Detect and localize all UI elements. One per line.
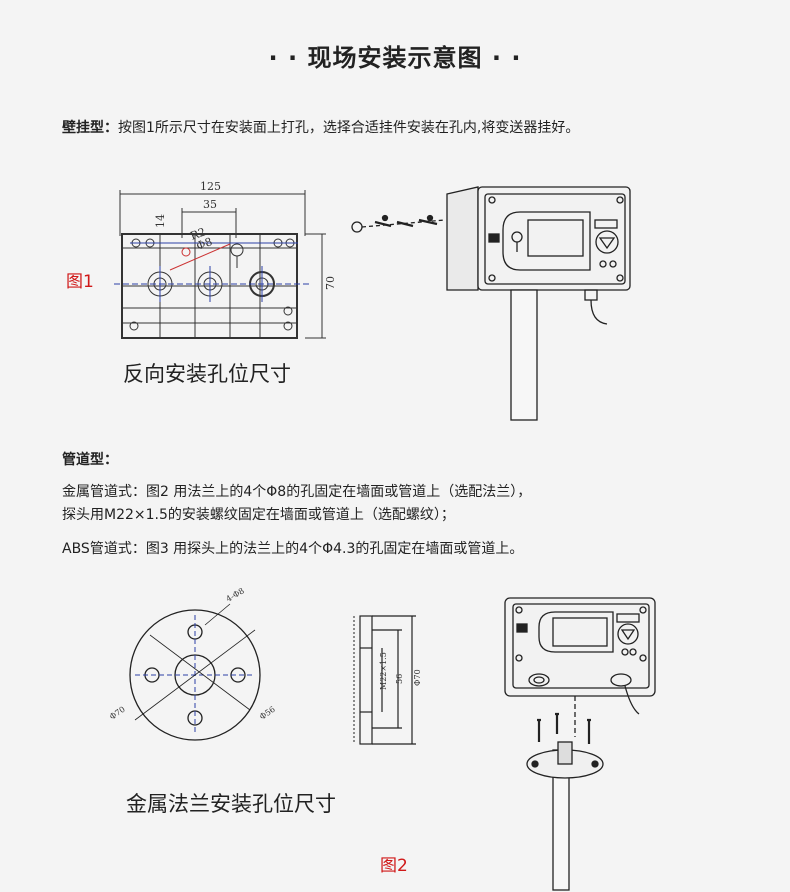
- dim-125: 125: [200, 180, 221, 193]
- abs-duct-line: ABS管道式：图3 用探头上的法兰上的4个Φ4.3的孔固定在墙面或管道上。: [62, 541, 524, 557]
- dim-70-side: Φ70: [413, 669, 422, 686]
- dim-35: 35: [203, 198, 217, 211]
- wall-mount-paragraph: 壁挂型：按图1所示尺寸在安装面上打孔，选择合适挂件安装在孔内,将变送器挂好。: [62, 117, 579, 139]
- metal-duct-line2: 探头用M22×1.5的安装螺纹固定在墙面或管道上（选配螺纹）；: [62, 507, 455, 523]
- fig2-caption: 金属法兰安装孔位尺寸: [126, 792, 336, 816]
- dim-holes: 4-Φ8: [225, 586, 246, 604]
- flange-side-view: M22×1.5 56 Φ70: [353, 615, 422, 745]
- duct-transmitter-drawing: [504, 597, 656, 891]
- duct-label: 管道型：: [62, 452, 118, 468]
- dim-56: 56: [395, 674, 404, 684]
- wall-mount-label: 壁挂型：: [62, 120, 118, 136]
- page-title: · · 现场安装示意图 · ·: [268, 44, 522, 72]
- flange-top-view: 4-Φ8 Φ70 Φ56: [108, 586, 277, 741]
- fig1-plate-drawing: 125 35 14 R2 Φ8 70: [114, 180, 337, 339]
- dim-r2: R2: [189, 225, 208, 242]
- fig1-caption: 反向安装孔位尺寸: [123, 362, 291, 386]
- dim-phi56: Φ56: [258, 705, 277, 722]
- dim-70: 70: [324, 276, 337, 290]
- dim-m22: M22×1.5: [379, 652, 388, 690]
- wall-mount-text: 按图1所示尺寸在安装面上打孔，选择合适挂件安装在孔内,将变送器挂好。: [118, 120, 580, 136]
- dim-phi70: Φ70: [108, 705, 127, 722]
- metal-duct-line1: 金属管道式：图2 用法兰上的4个Φ8的孔固定在墙面或管道上（选配法兰），: [62, 484, 532, 500]
- fig1-label: 图1: [66, 272, 94, 292]
- dim-d8: Φ8: [195, 235, 215, 253]
- fig2-label: 图2: [380, 856, 408, 876]
- dim-14: 14: [154, 214, 167, 228]
- wall-transmitter-drawing: [351, 186, 631, 421]
